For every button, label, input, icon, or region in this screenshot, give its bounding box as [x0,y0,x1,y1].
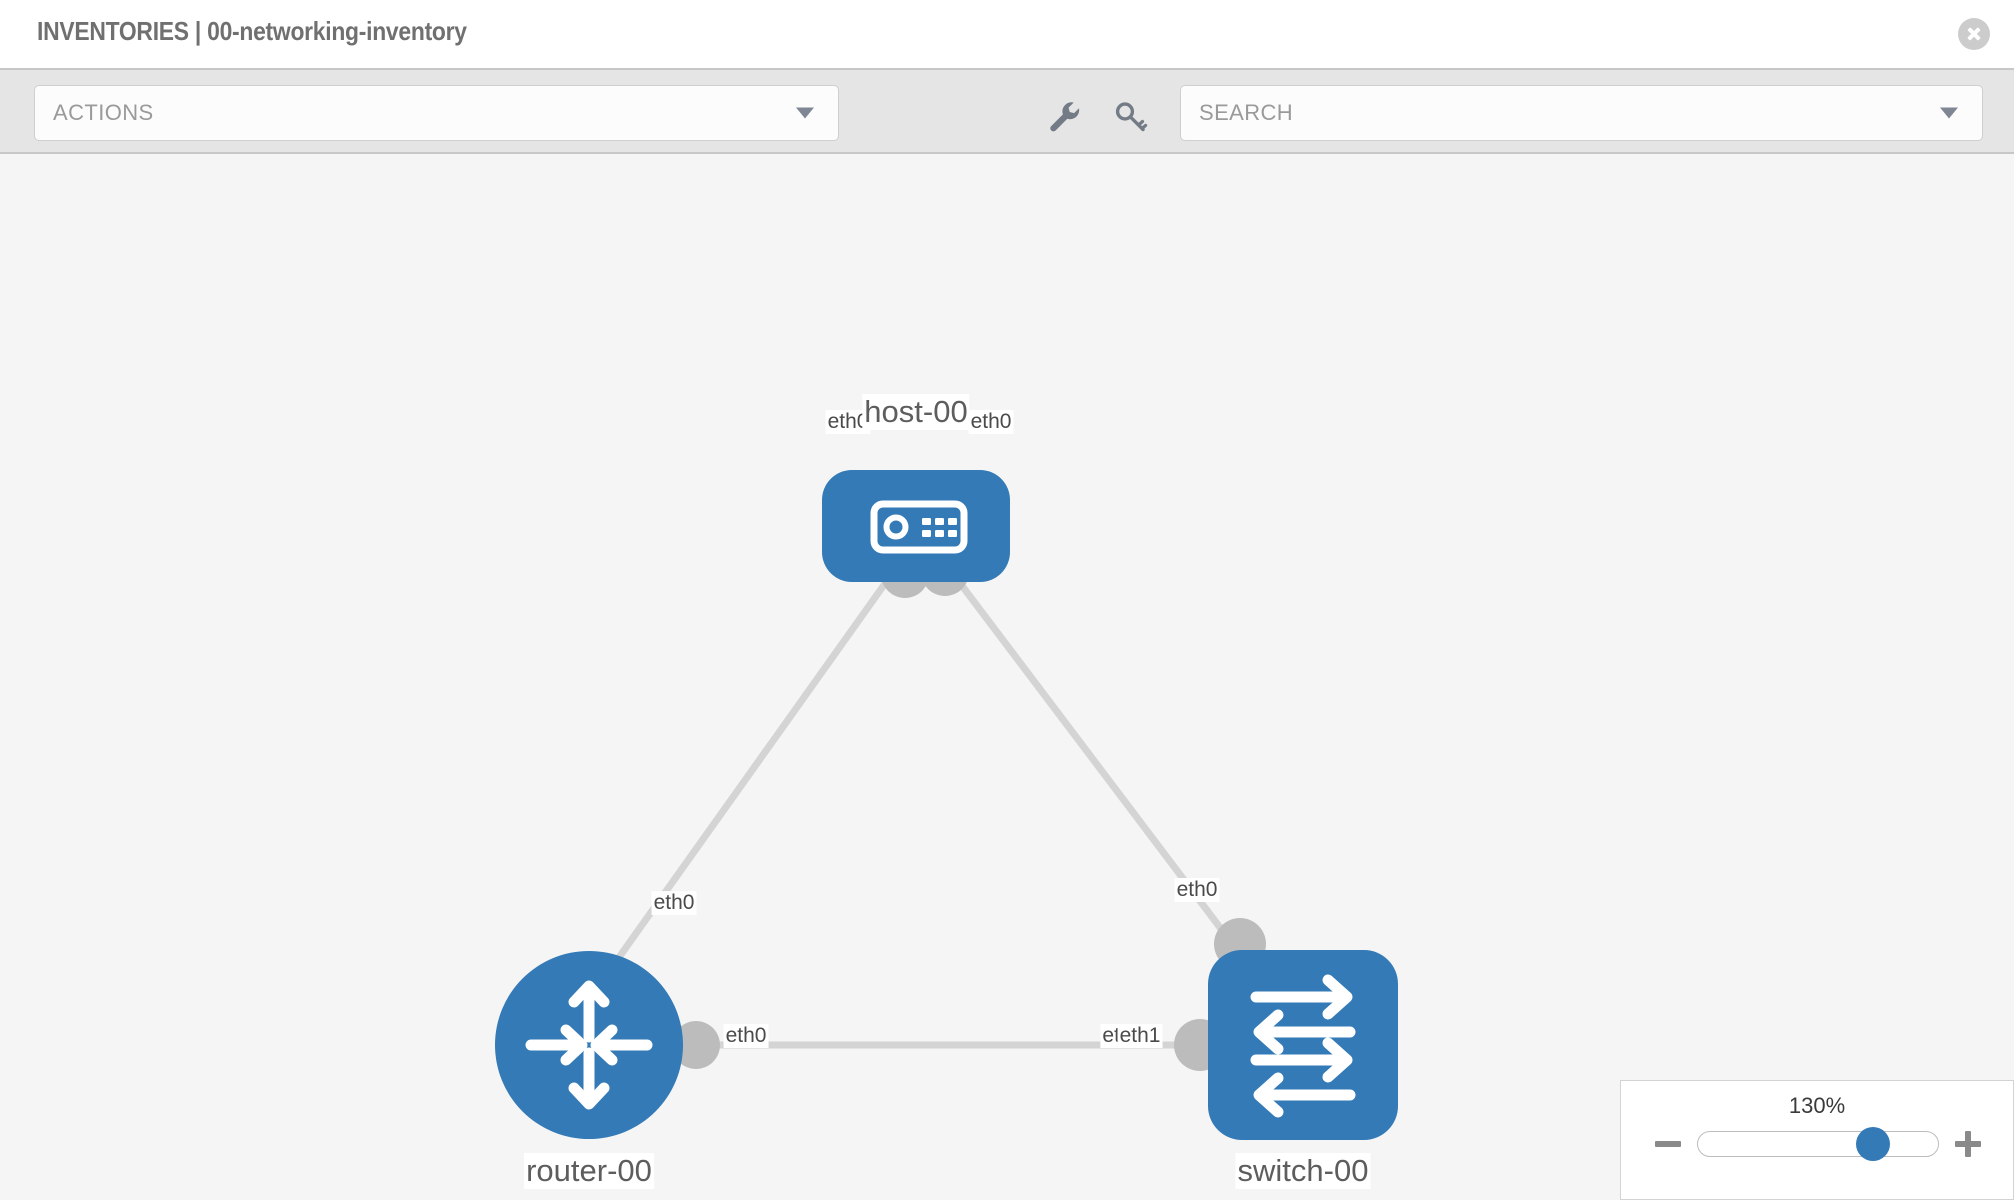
topology-graph [495,470,1398,1140]
switch-arrows-icon [1250,974,1356,1118]
plus-icon[interactable] [1951,1127,1985,1161]
topology-ports [672,548,1266,1071]
chevron-down-icon [796,107,814,119]
key-icon[interactable] [1111,96,1151,136]
zoom-control-panel: 130% [1620,1080,2014,1200]
port-router-right [672,1021,720,1069]
topology-links [597,551,1243,1049]
close-icon[interactable] [1958,18,1990,50]
search-input[interactable]: SEARCH [1180,85,1983,141]
minus-icon[interactable] [1651,1127,1685,1161]
page-header: INVENTORIES | 00-networking-inventory [0,0,2014,68]
zoom-slider-thumb[interactable] [1856,1127,1891,1161]
edge-label-router-host-iface: eth0 [651,891,697,916]
edge-label-host-switch-iface: eth0 [968,410,1014,435]
topology-canvas[interactable]: eth0 host-00 eth0 eth0 eth0 eth0 eth eth… [0,154,2014,1200]
link-host-router [597,551,909,987]
search-placeholder: SEARCH [1199,100,1294,125]
wrench-icon[interactable] [1044,96,1084,136]
chevron-down-icon[interactable] [1940,107,1958,119]
toolbar: ACTIONS SEARCH [0,68,2014,154]
zoom-level-value: 130% [1788,1093,1846,1118]
node-host-00 [822,470,1010,582]
actions-dropdown[interactable]: ACTIONS [34,85,839,141]
node-label-host-00: host-00 [862,394,970,430]
zoom-slider[interactable] [1697,1127,1939,1161]
server-icon [870,500,968,554]
router-arrows-icon [525,980,653,1110]
edge-label-router-switch-target-iface: eth1 [1117,1024,1163,1049]
node-label-router-00: router-00 [524,1153,654,1189]
edge-label-switch-host-iface: eth0 [1174,878,1220,903]
node-label-switch-00: switch-00 [1235,1153,1371,1189]
node-switch-00 [1208,950,1398,1140]
page-title: INVENTORIES | 00-networking-inventory [37,16,467,46]
edge-label-router-switch-source-iface: eth0 [723,1024,769,1049]
node-router-00 [495,951,683,1139]
actions-dropdown-label: ACTIONS [53,100,154,125]
